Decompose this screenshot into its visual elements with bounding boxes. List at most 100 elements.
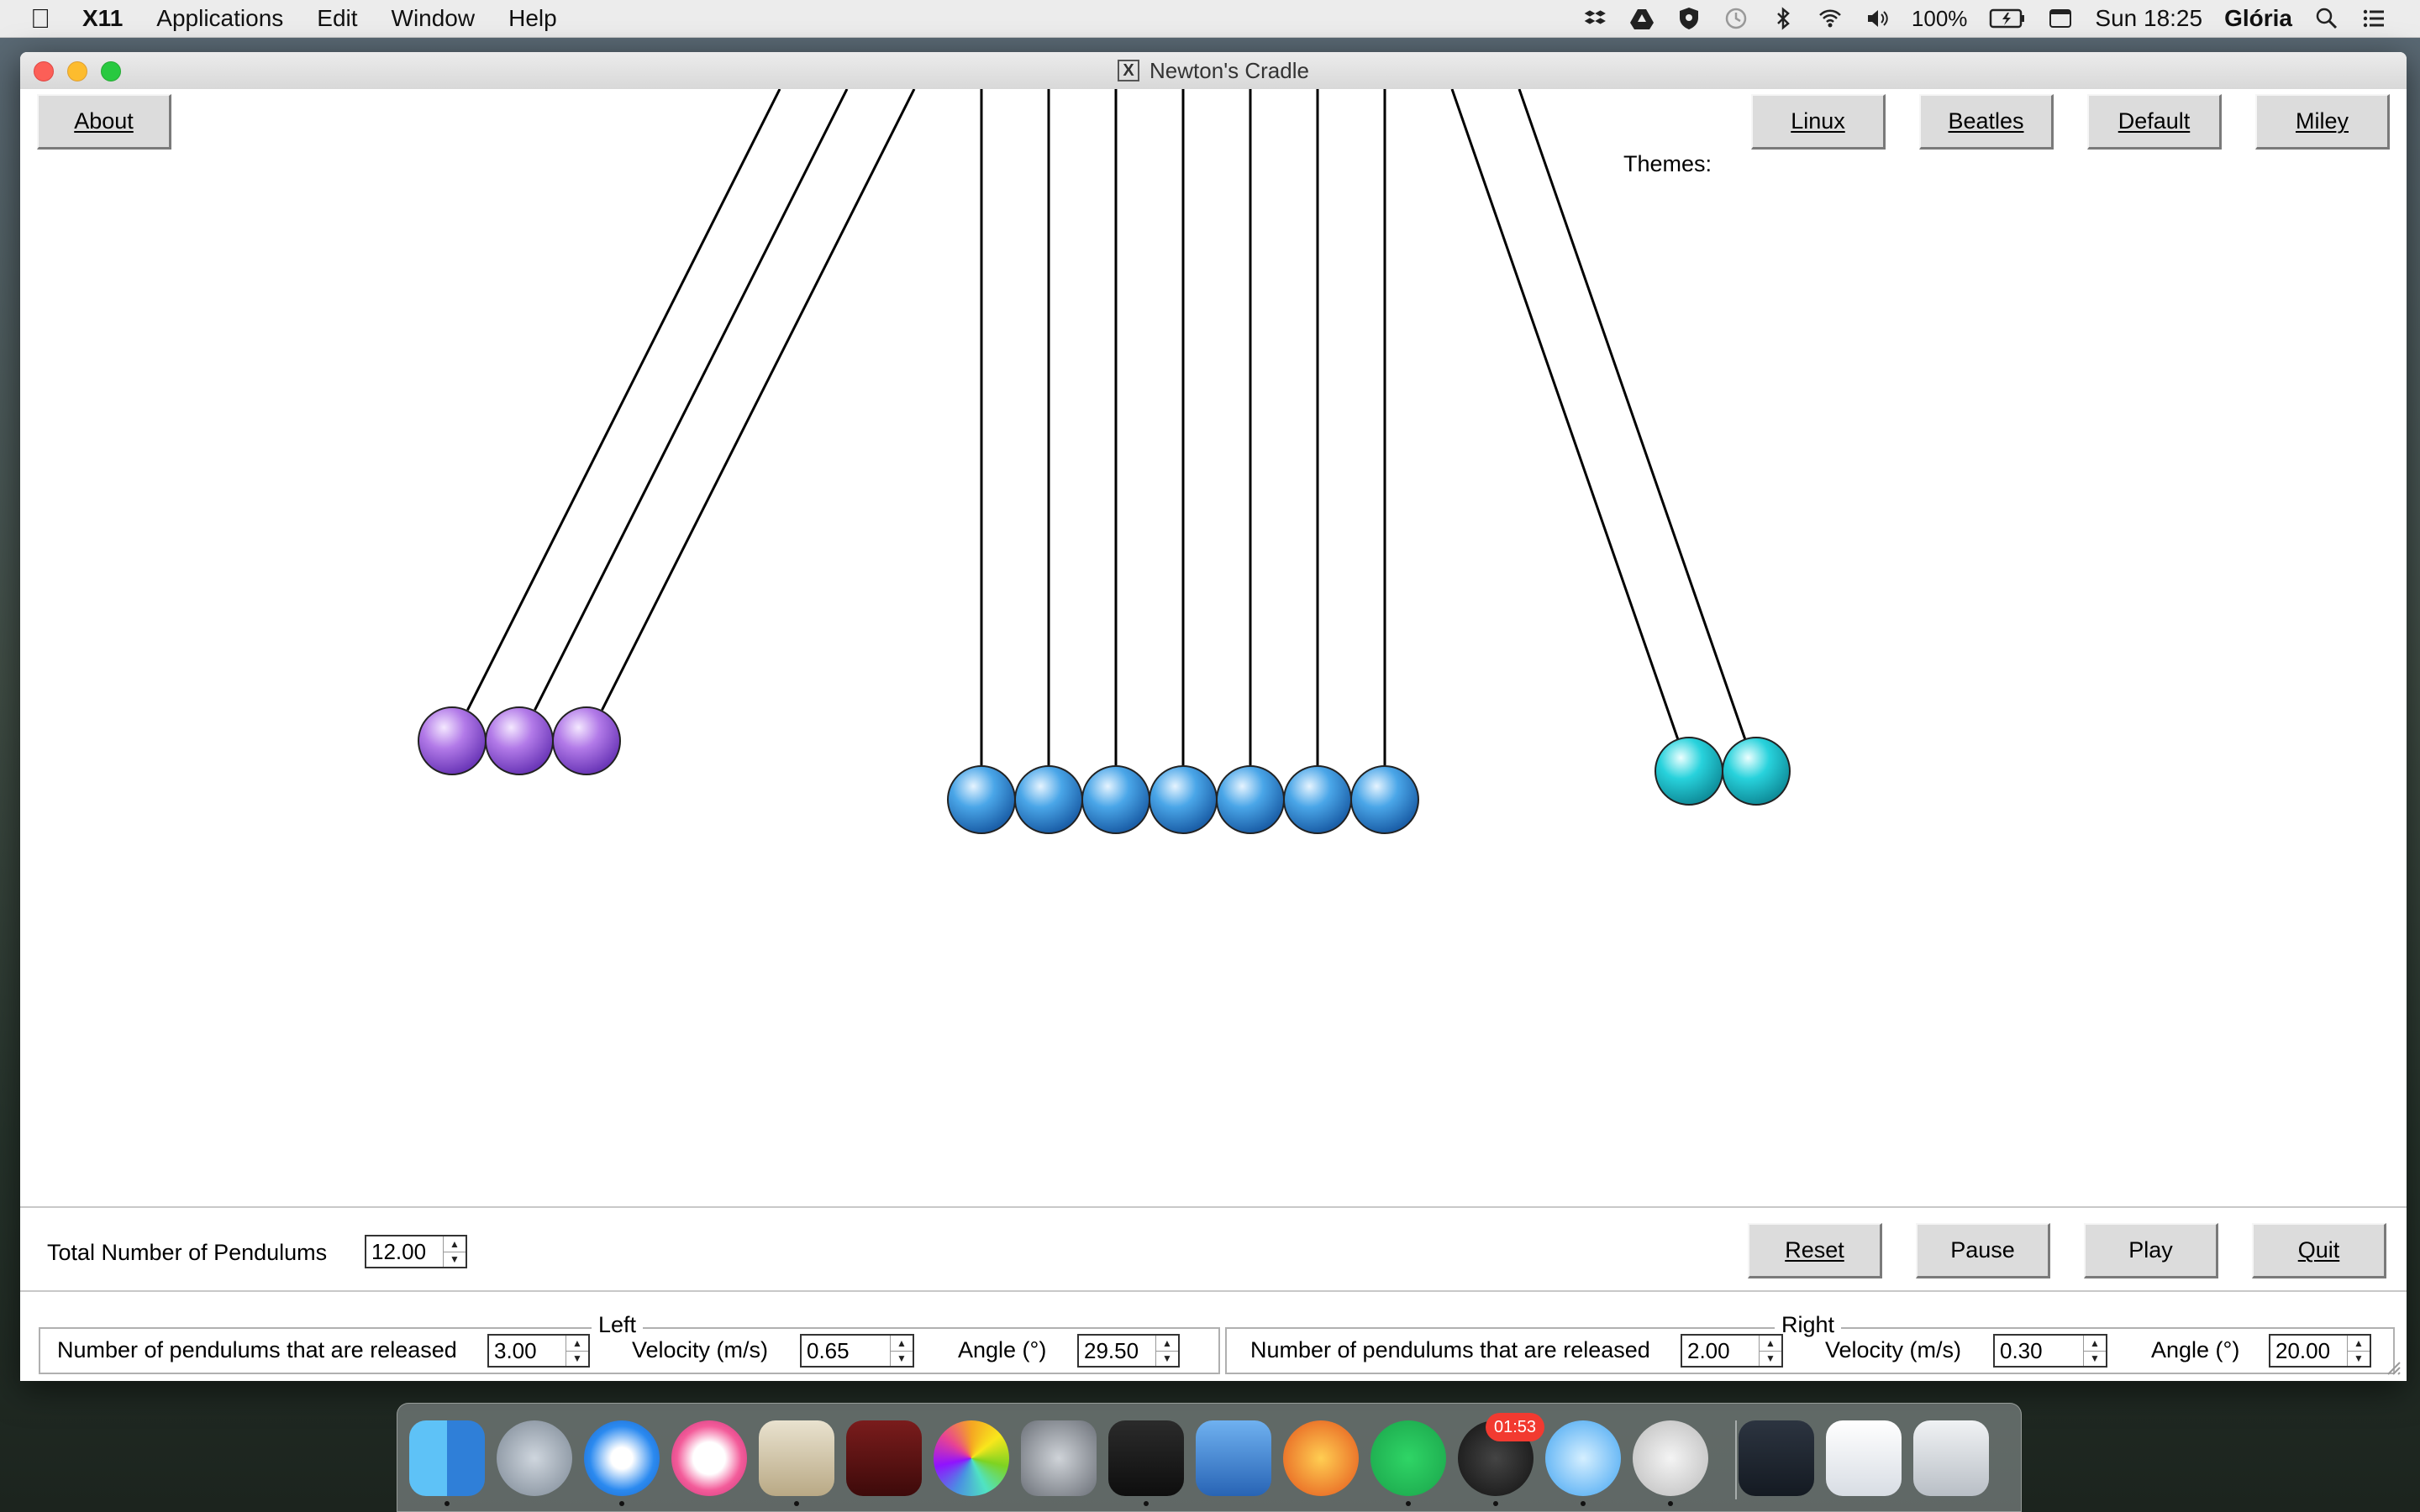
left-angle-spinbox[interactable]: 29.50 ▲▼ bbox=[1077, 1334, 1180, 1368]
left-angle-value[interactable]: 29.50 bbox=[1084, 1337, 1139, 1363]
right-velocity-label: Velocity (m/s) bbox=[1825, 1337, 1962, 1362]
spin-up-icon[interactable]: ▲ bbox=[1162, 1336, 1172, 1349]
running-indicator bbox=[794, 1501, 799, 1506]
dropbox-icon[interactable] bbox=[1582, 6, 1607, 31]
notification-center-icon[interactable] bbox=[2361, 6, 2386, 31]
right-released-value[interactable]: 2.00 bbox=[1687, 1337, 1730, 1363]
spin-down-icon[interactable]: ▼ bbox=[891, 1350, 913, 1367]
pendulum-string bbox=[466, 89, 781, 711]
photos-icon[interactable] bbox=[934, 1420, 1009, 1496]
menu-help[interactable]: Help bbox=[488, 5, 557, 31]
right-pendulum-ball bbox=[1722, 737, 1791, 806]
bluetooth-icon[interactable] bbox=[1770, 6, 1796, 31]
itunes-icon[interactable] bbox=[671, 1420, 747, 1496]
resize-grip-icon[interactable] bbox=[2383, 1357, 2402, 1376]
terminal-icon[interactable] bbox=[1108, 1420, 1184, 1496]
spin-up-icon[interactable]: ▲ bbox=[2090, 1336, 2100, 1349]
apple-menu-icon[interactable]:  bbox=[0, 0, 66, 37]
spin-up-icon[interactable]: ▲ bbox=[2354, 1336, 2364, 1349]
right-released-spinbox[interactable]: 2.00 ▲▼ bbox=[1681, 1334, 1783, 1368]
total-pendulums-spinbox[interactable]: 12.00 ▲▼ bbox=[365, 1235, 467, 1268]
document-thumbnail-icon[interactable] bbox=[1826, 1420, 1902, 1496]
theme-miley-button[interactable]: Miley bbox=[2255, 94, 2390, 150]
spin-up-icon[interactable]: ▲ bbox=[897, 1336, 907, 1349]
running-indicator bbox=[1668, 1501, 1673, 1506]
spin-down-icon[interactable]: ▼ bbox=[1156, 1350, 1178, 1367]
trash-icon[interactable] bbox=[1913, 1420, 1989, 1496]
zoom-window-button[interactable] bbox=[101, 61, 121, 81]
right-velocity-spinbox[interactable]: 0.30 ▲▼ bbox=[1993, 1334, 2107, 1368]
screen-thumbnail-icon[interactable] bbox=[1739, 1420, 1814, 1496]
left-group-title: Left bbox=[592, 1312, 644, 1338]
spotify-icon[interactable] bbox=[1370, 1420, 1446, 1496]
minimize-window-button[interactable] bbox=[67, 61, 87, 81]
menu-applications[interactable]: Applications bbox=[136, 5, 283, 31]
photo-booth-icon[interactable] bbox=[846, 1420, 922, 1496]
time-machine-icon[interactable] bbox=[1723, 6, 1749, 31]
right-angle-label: Angle (°) bbox=[2151, 1337, 2240, 1362]
wifi-icon[interactable] bbox=[1818, 6, 1843, 31]
menu-window[interactable]: Window bbox=[371, 5, 476, 31]
divider bbox=[20, 1206, 2407, 1208]
menu-app-name[interactable]: X11 bbox=[62, 5, 123, 31]
left-velocity-spinbox[interactable]: 0.65 ▲▼ bbox=[800, 1334, 914, 1368]
running-indicator bbox=[1406, 1501, 1411, 1506]
spin-up-icon[interactable]: ▲ bbox=[450, 1237, 460, 1250]
x11-icon[interactable] bbox=[1633, 1420, 1708, 1496]
divider bbox=[20, 1290, 2407, 1292]
menu-user[interactable]: Glória bbox=[2224, 5, 2292, 31]
play-button[interactable]: Play bbox=[2084, 1223, 2218, 1278]
left-pendulum-ball bbox=[485, 706, 554, 775]
spin-down-icon[interactable]: ▼ bbox=[566, 1350, 588, 1367]
menu-clock[interactable]: Sun 18:25 bbox=[2095, 5, 2203, 31]
total-pendulums-value[interactable]: 12.00 bbox=[371, 1238, 427, 1264]
left-velocity-value[interactable]: 0.65 bbox=[807, 1337, 850, 1363]
mail-icon[interactable] bbox=[759, 1420, 834, 1496]
system-preferences-icon[interactable] bbox=[1021, 1420, 1097, 1496]
pause-button[interactable]: Pause bbox=[1916, 1223, 2050, 1278]
spin-down-icon[interactable]: ▼ bbox=[2084, 1350, 2106, 1367]
middle-pendulum-ball bbox=[1081, 765, 1150, 834]
right-angle-spinbox[interactable]: 20.00 ▲▼ bbox=[2269, 1334, 2371, 1368]
xcode-icon[interactable] bbox=[1196, 1420, 1271, 1496]
spin-down-icon[interactable]: ▼ bbox=[2348, 1350, 2370, 1367]
reset-button[interactable]: Reset bbox=[1748, 1223, 1882, 1278]
running-indicator bbox=[1581, 1501, 1586, 1506]
about-button[interactable]: About bbox=[37, 94, 171, 150]
spin-up-icon[interactable]: ▲ bbox=[1765, 1336, 1776, 1349]
google-drive-icon[interactable] bbox=[1629, 6, 1655, 31]
left-released-value[interactable]: 3.00 bbox=[494, 1337, 537, 1363]
finder-icon[interactable] bbox=[409, 1420, 485, 1496]
battery-charging-icon[interactable] bbox=[1989, 8, 2026, 29]
cradle-canvas: About Themes: Linux Beatles Default Mile… bbox=[20, 89, 2407, 1206]
left-released-spinbox[interactable]: 3.00 ▲▼ bbox=[487, 1334, 590, 1368]
spin-up-icon[interactable]: ▲ bbox=[572, 1336, 582, 1349]
shield-icon[interactable] bbox=[1676, 6, 1702, 31]
window-titlebar[interactable]: X Newton's Cradle bbox=[20, 52, 2407, 90]
keyboard-input-icon[interactable] bbox=[2048, 6, 2073, 31]
quit-button[interactable]: Quit bbox=[2252, 1223, 2386, 1278]
spin-down-icon[interactable]: ▼ bbox=[444, 1251, 466, 1268]
safari-icon[interactable] bbox=[584, 1420, 660, 1496]
middle-pendulum-ball bbox=[1283, 765, 1352, 834]
theme-default-button[interactable]: Default bbox=[2087, 94, 2222, 150]
menu-edit[interactable]: Edit bbox=[297, 5, 357, 31]
spotlight-search-icon[interactable] bbox=[2314, 6, 2339, 31]
running-indicator bbox=[619, 1501, 624, 1506]
theme-beatles-button[interactable]: Beatles bbox=[1919, 94, 2054, 150]
spin-down-icon[interactable]: ▼ bbox=[1760, 1350, 1781, 1367]
middle-pendulum-ball bbox=[1014, 765, 1083, 834]
control-panel: Total Number of Pendulums 12.00 ▲▼ Reset… bbox=[20, 1206, 2407, 1381]
messages-icon[interactable] bbox=[1545, 1420, 1621, 1496]
launchpad-icon[interactable] bbox=[497, 1420, 572, 1496]
theme-linux-button[interactable]: Linux bbox=[1751, 94, 1886, 150]
right-angle-value[interactable]: 20.00 bbox=[2275, 1337, 2331, 1363]
volume-icon[interactable] bbox=[1865, 6, 1890, 31]
right-velocity-value[interactable]: 0.30 bbox=[2000, 1337, 2043, 1363]
mathematica-icon[interactable] bbox=[1283, 1420, 1359, 1496]
close-window-button[interactable] bbox=[34, 61, 54, 81]
dock-divider bbox=[1735, 1420, 1737, 1499]
left-velocity-label: Velocity (m/s) bbox=[632, 1337, 769, 1362]
pendulum-string bbox=[601, 89, 916, 711]
middle-pendulum-ball bbox=[947, 765, 1016, 834]
